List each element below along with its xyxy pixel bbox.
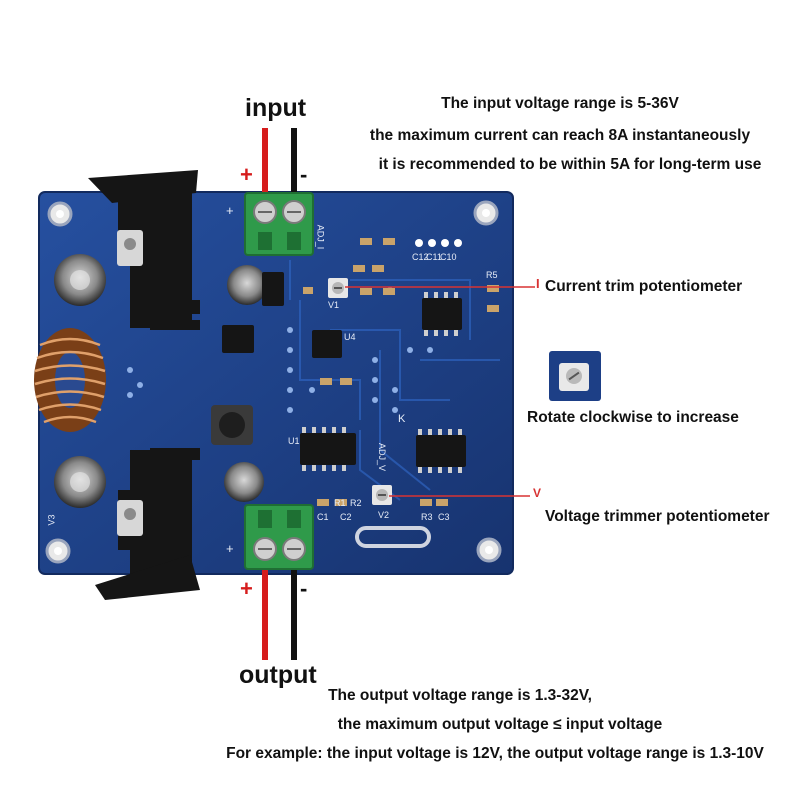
- silk-c2: C2: [340, 512, 352, 522]
- input-plus-mark: +: [240, 162, 253, 187]
- input-label: input: [245, 94, 307, 122]
- silk-r3: R3: [421, 512, 433, 522]
- output-wires: [262, 565, 297, 660]
- input-note-2: the maximum current can reach 8A instant…: [369, 127, 751, 144]
- wire-loop: [355, 526, 431, 548]
- silk-c3: C3: [438, 512, 450, 522]
- via-dots: [127, 287, 433, 413]
- output-note-2: the maximum output voltage ≤ input volta…: [337, 716, 663, 733]
- input-note-1: The input voltage range is 5-36V: [441, 95, 679, 112]
- voltage-potentiometer: [372, 485, 392, 505]
- capacitor-large-bottom: [54, 456, 106, 508]
- current-potentiometer: [328, 278, 348, 298]
- voltage-marker: V: [533, 486, 542, 500]
- silk-v2: V2: [378, 510, 390, 520]
- silk-v3: V3: [46, 514, 57, 526]
- capacitor-small-bottom: [224, 462, 264, 502]
- current-marker: I: [536, 276, 540, 291]
- silk-r2: R2: [350, 498, 362, 508]
- current-trim-label: Current trim potentiometer: [545, 278, 743, 295]
- potentiometer-closeup: [549, 351, 601, 401]
- capacitor-large-top: [54, 254, 106, 306]
- silk-r5: R5: [486, 270, 498, 280]
- output-terminal-block: [244, 504, 314, 570]
- silk-k: K: [398, 413, 406, 425]
- rotate-clockwise-label: Rotate clockwise to increase: [527, 409, 739, 426]
- silk-v1: V1: [328, 300, 340, 310]
- header-pins: [415, 239, 462, 247]
- silk-adj-i: ADJ_I: [315, 224, 326, 250]
- smd-components: [303, 238, 499, 506]
- voltage-trim-label: Voltage trimmer potentiometer: [545, 508, 770, 525]
- input-wires: [262, 128, 297, 200]
- output-note-1: The output voltage range is 1.3-32V,: [328, 687, 592, 704]
- heatsink-bottom: [95, 448, 200, 600]
- silk-r1: R1: [334, 498, 346, 508]
- silk-in-plus: +: [226, 203, 234, 218]
- ic-chips: [222, 272, 466, 467]
- transistor-bottom: [117, 500, 143, 536]
- silk-c11: C11: [426, 252, 442, 262]
- silk-adj-v: ADJ_V: [377, 442, 388, 472]
- mounting-hole-icon: [45, 200, 502, 564]
- ic-pins: [302, 292, 462, 473]
- inductor-coil: [34, 328, 106, 432]
- transistor-top: [117, 230, 143, 266]
- output-label: output: [239, 661, 317, 689]
- input-note-3: it is recommended to be within 5A for lo…: [378, 156, 762, 173]
- capacitor-small-top: [227, 265, 267, 305]
- pcb-traces: [289, 260, 500, 501]
- silk-c12: C12: [412, 252, 429, 262]
- input-minus-mark: -: [300, 162, 308, 187]
- input-terminal-block: [244, 192, 314, 256]
- output-note-3: For example: the input voltage is 12V, t…: [226, 745, 764, 762]
- silk-c10: C10: [440, 252, 457, 262]
- silk-u4: U4: [344, 332, 356, 342]
- output-minus-mark: -: [300, 576, 308, 601]
- silk-u1: U1: [288, 436, 300, 446]
- silk-c1: C1: [317, 512, 329, 522]
- silk-out-plus: +: [226, 541, 234, 556]
- output-plus-mark: +: [240, 576, 253, 601]
